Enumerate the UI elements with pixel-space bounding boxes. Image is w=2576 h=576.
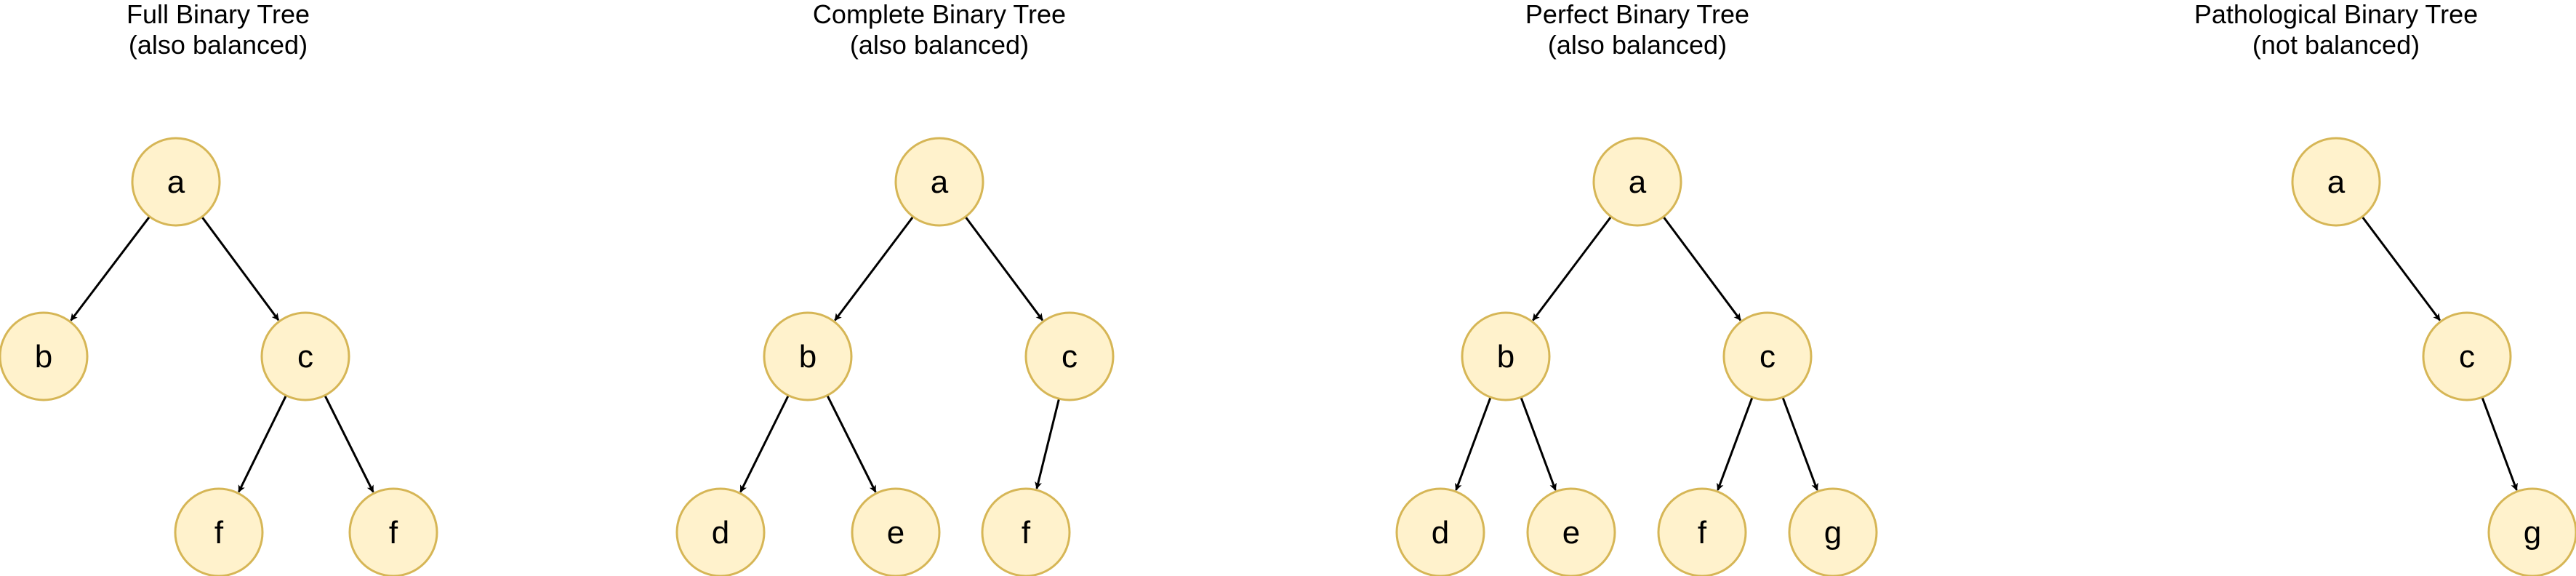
tree-title-line: Perfect Binary Tree [1525, 0, 1749, 29]
node-label: g [1824, 515, 1842, 551]
node-circle [851, 487, 941, 576]
edge-arrow [1781, 396, 1818, 491]
edge-arrow [739, 395, 790, 493]
tree-node: c [1024, 311, 1115, 401]
node-circle [981, 487, 1071, 576]
node-label: d [712, 515, 729, 551]
tree-node: f [981, 487, 1071, 576]
tree-complete: Complete Binary Tree(also balanced) a b c d e… [675, 0, 1115, 576]
edge-arrow [2481, 396, 2518, 491]
tree-pathological: Pathological Binary Tree(not balanced) a c… [2194, 0, 2576, 576]
node-circle [2291, 137, 2381, 227]
node-circle [675, 487, 766, 576]
node-circle [763, 311, 853, 401]
node-circle [1024, 311, 1115, 401]
node-circle [1722, 311, 1813, 401]
edge-arrow [964, 216, 1044, 321]
edge-arrow [826, 394, 877, 493]
node-label: e [1562, 515, 1580, 551]
tree-node: b [1461, 311, 1551, 401]
edge-arrow [324, 394, 374, 493]
tree-node: f [348, 487, 438, 576]
node-circle [1788, 487, 1878, 576]
tree-full: Full Binary Tree(also balanced) a b c f f [0, 0, 438, 576]
tree-title: Perfect Binary Tree(also balanced) [1525, 0, 1749, 60]
tree-node: a [894, 137, 984, 227]
tree-title-line: (not balanced) [2252, 30, 2420, 60]
node-circle [894, 137, 984, 227]
node-label: a [931, 164, 949, 200]
tree-node: a [131, 137, 221, 227]
tree-title-line: Full Binary Tree [127, 0, 310, 29]
edge-arrow [1662, 216, 1742, 321]
tree-title-line: (also balanced) [850, 30, 1029, 60]
node-label: f [389, 515, 398, 551]
tree-node: f [1657, 487, 1747, 576]
tree-perfect: Perfect Binary Tree(also balanced) a b c d e f… [1395, 0, 1878, 576]
tree-node: e [851, 487, 941, 576]
node-label: e [887, 515, 904, 551]
node-circle [1592, 137, 1682, 227]
tree-node: b [0, 311, 89, 401]
tree-node: d [1395, 487, 1485, 576]
node-circle [1526, 487, 1616, 576]
node-circle [174, 487, 264, 576]
node-circle [2487, 487, 2576, 576]
node-label: c [2459, 339, 2475, 375]
node-circle [1657, 487, 1747, 576]
node-circle [260, 311, 350, 401]
edge-arrow [1455, 396, 1492, 491]
node-circle [1395, 487, 1485, 576]
tree-title-line: Pathological Binary Tree [2194, 0, 2478, 29]
node-label: c [1062, 339, 1078, 375]
node-label: b [799, 339, 816, 375]
node-circle [131, 137, 221, 227]
tree-node: c [1722, 311, 1813, 401]
node-label: d [1432, 515, 1449, 551]
tree-node: a [1592, 137, 1682, 227]
node-label: a [1629, 164, 1647, 200]
tree-node: d [675, 487, 766, 576]
edge-arrow [70, 215, 151, 321]
node-label: c [297, 339, 313, 375]
tree-node: e [1526, 487, 1616, 576]
edge-arrow [1717, 396, 1754, 491]
edge-arrow [1520, 396, 1557, 491]
edge-arrow [1532, 216, 1613, 321]
node-label: c [1760, 339, 1775, 375]
tree-node: c [260, 311, 350, 401]
node-label: f [1022, 515, 1031, 551]
tree-title-line: (also balanced) [129, 30, 308, 60]
node-label: f [214, 515, 224, 551]
node-label: f [1698, 515, 1707, 551]
tree-node: a [2291, 137, 2381, 227]
node-label: a [2327, 164, 2346, 200]
tree-node: f [174, 487, 264, 576]
node-label: b [1497, 339, 1514, 375]
tree-title: Pathological Binary Tree(not balanced) [2194, 0, 2478, 60]
tree-node: g [1788, 487, 1878, 576]
tree-title-line: Complete Binary Tree [813, 0, 1066, 29]
node-label: b [35, 339, 52, 375]
edge-arrow [2361, 216, 2441, 321]
tree-title-line: (also balanced) [1548, 30, 1727, 60]
node-circle [1461, 311, 1551, 401]
edge-arrow [238, 395, 287, 493]
tree-title: Complete Binary Tree(also balanced) [813, 0, 1066, 60]
node-label: g [2524, 515, 2541, 551]
tree-node: b [763, 311, 853, 401]
node-circle [348, 487, 438, 576]
node-circle [0, 311, 89, 401]
node-circle [2422, 311, 2512, 401]
edge-arrow [834, 216, 915, 321]
edge-arrow [201, 216, 280, 321]
node-label: a [167, 164, 185, 200]
tree-title: Full Binary Tree(also balanced) [127, 0, 310, 60]
edge-arrow [1035, 398, 1061, 489]
tree-node: c [2422, 311, 2512, 401]
tree-node: g [2487, 487, 2576, 576]
